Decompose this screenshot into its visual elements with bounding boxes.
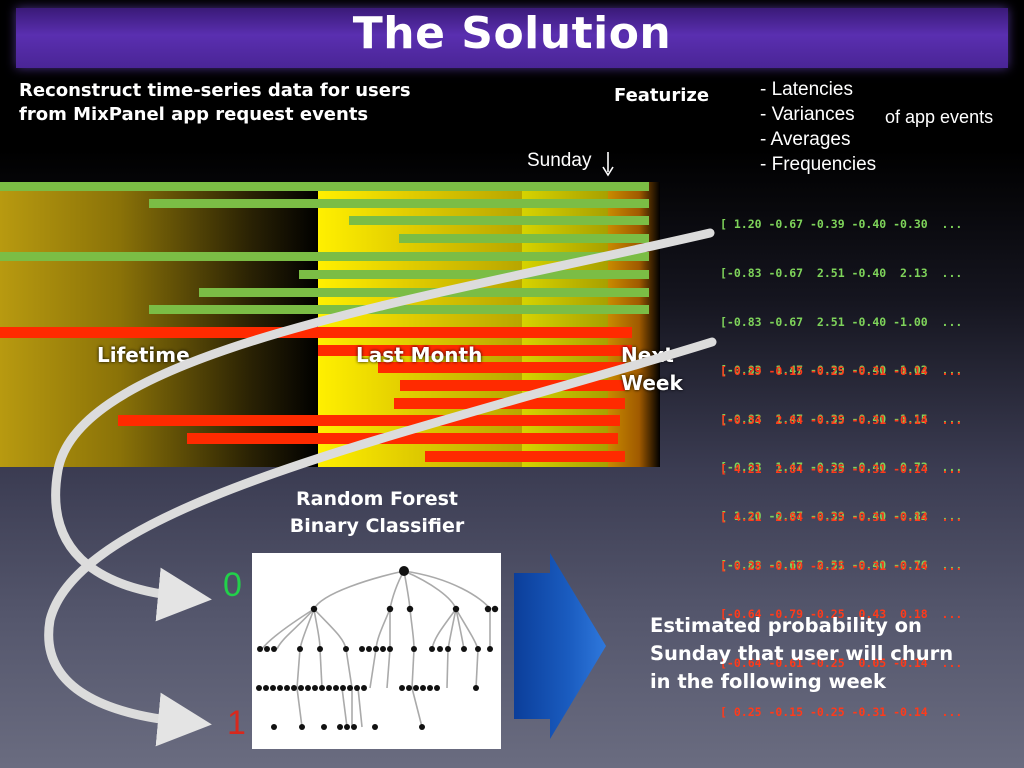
class-zero-label: 0: [223, 566, 242, 604]
red-bar: [400, 380, 625, 391]
tree-diagram: [256, 566, 499, 730]
reconstruct-line-1: Reconstruct time-series data for users: [19, 80, 411, 101]
matrix-row: [ 4.21 2.84 -0.25 -0.31 -0.14 ...: [720, 461, 963, 476]
sunday-marker-label: Sunday: [527, 150, 592, 171]
matrix-row: [-0.83 1.47 -0.39 -0.40 -1.02 ...: [720, 363, 963, 378]
down-arrow-icon: [602, 152, 614, 177]
green-bar: [299, 270, 649, 279]
green-bar: [0, 182, 649, 191]
matrix-row: [-0.64 -0.61 -0.25 0.05 -0.14 ...: [720, 656, 963, 671]
matrix-row: [-0.83 1.47 -0.39 -0.40 0.73 ...: [720, 460, 963, 475]
feature-averages: - Averages: [760, 129, 851, 150]
red-bar: [378, 362, 625, 373]
feature-variances: - Variances: [760, 104, 855, 125]
arrow-green-to-zero: [51, 228, 715, 622]
green-bar: [149, 305, 649, 314]
result-line-2: Sunday that user will churn: [650, 642, 954, 665]
matrix-row: [ 1.20 -0.67 -0.39 -0.40 -0.82 ...: [720, 509, 963, 524]
class-one-label: 1: [227, 704, 246, 742]
featurize-label: Featurize: [614, 85, 710, 106]
result-line-3: in the following week: [650, 670, 886, 693]
matrix-row: [-0.34 2.84 -0.25 -0.31 -0.14 ...: [720, 413, 963, 428]
decision-tree-image: [252, 553, 501, 749]
red-bar: [0, 327, 632, 338]
matrix-row: [-0.83 -0.67 2.51 -0.40 2.13 ...: [720, 266, 963, 281]
lifetime-label: Lifetime: [97, 343, 190, 367]
classifier-line-1: Random Forest: [296, 488, 458, 510]
title-bar: [16, 8, 1008, 68]
feature-latencies: - Latencies: [760, 79, 853, 100]
matrix-row: [ 0.25 -0.15 -0.25 -0.31 -0.14 ...: [720, 704, 963, 719]
feature-frequencies: - Frequencies: [760, 154, 877, 175]
result-text: Estimated probability on Sunday that use…: [650, 612, 953, 696]
green-bar: [149, 199, 649, 208]
red-bar: [118, 415, 620, 426]
green-bar: [349, 216, 649, 225]
matrix-row: [-0.83 -0.67 2.51 -0.40 -1.00 ...: [720, 314, 963, 329]
red-bar: [187, 433, 618, 444]
feature-suffix: of app events: [885, 107, 994, 127]
matrix-row: [ 0.29 -0.15 -0.25 -0.31 -0.14 ...: [720, 364, 963, 379]
page-title: The Solution: [352, 8, 672, 59]
green-feature-matrix: [ 1.20 -0.67 -0.39 -0.40 -0.30 ... [-0.8…: [720, 184, 962, 589]
green-bar: [0, 252, 649, 261]
red-bar: [425, 451, 625, 462]
reconstruct-line-2: from MixPanel app request events: [19, 104, 369, 125]
result-line-1: Estimated probability on: [650, 614, 922, 637]
matrix-row: [ 0.28 -0.10 -0.25 -0.31 -0.14 ...: [720, 558, 963, 573]
blue-right-arrow-icon: [514, 553, 606, 739]
matrix-row: [ 4.21 2.84 -0.25 -0.31 -0.14 ...: [720, 510, 963, 525]
last-month-label: Last Month: [356, 343, 483, 367]
matrix-row: [-0.64 -0.79 -0.25 0.43 0.18 ...: [720, 607, 963, 622]
red-bar: [318, 345, 632, 356]
red-feature-matrix: [ 0.29 -0.15 -0.25 -0.31 -0.14 ... [-0.3…: [720, 331, 962, 736]
reconstruct-text: Reconstruct time-series data for users f…: [19, 79, 411, 127]
matrix-row: [ 1.20 -0.67 -0.39 -0.40 -0.30 ...: [720, 217, 963, 232]
classifier-title: Random Forest Binary Classifier: [252, 486, 502, 540]
matrix-row: [-0.83 -0.67 2.51 -0.40 -0.76 ...: [720, 557, 963, 572]
feature-list: - Latencies - Variances - Averages - Fre…: [760, 77, 876, 177]
classifier-line-2: Binary Classifier: [289, 515, 465, 537]
green-bar: [399, 234, 649, 243]
arrow-red-to-one: [44, 337, 717, 747]
matrix-row: [-0.83 1.47 -0.39 -0.40 -1.15 ...: [720, 411, 963, 426]
